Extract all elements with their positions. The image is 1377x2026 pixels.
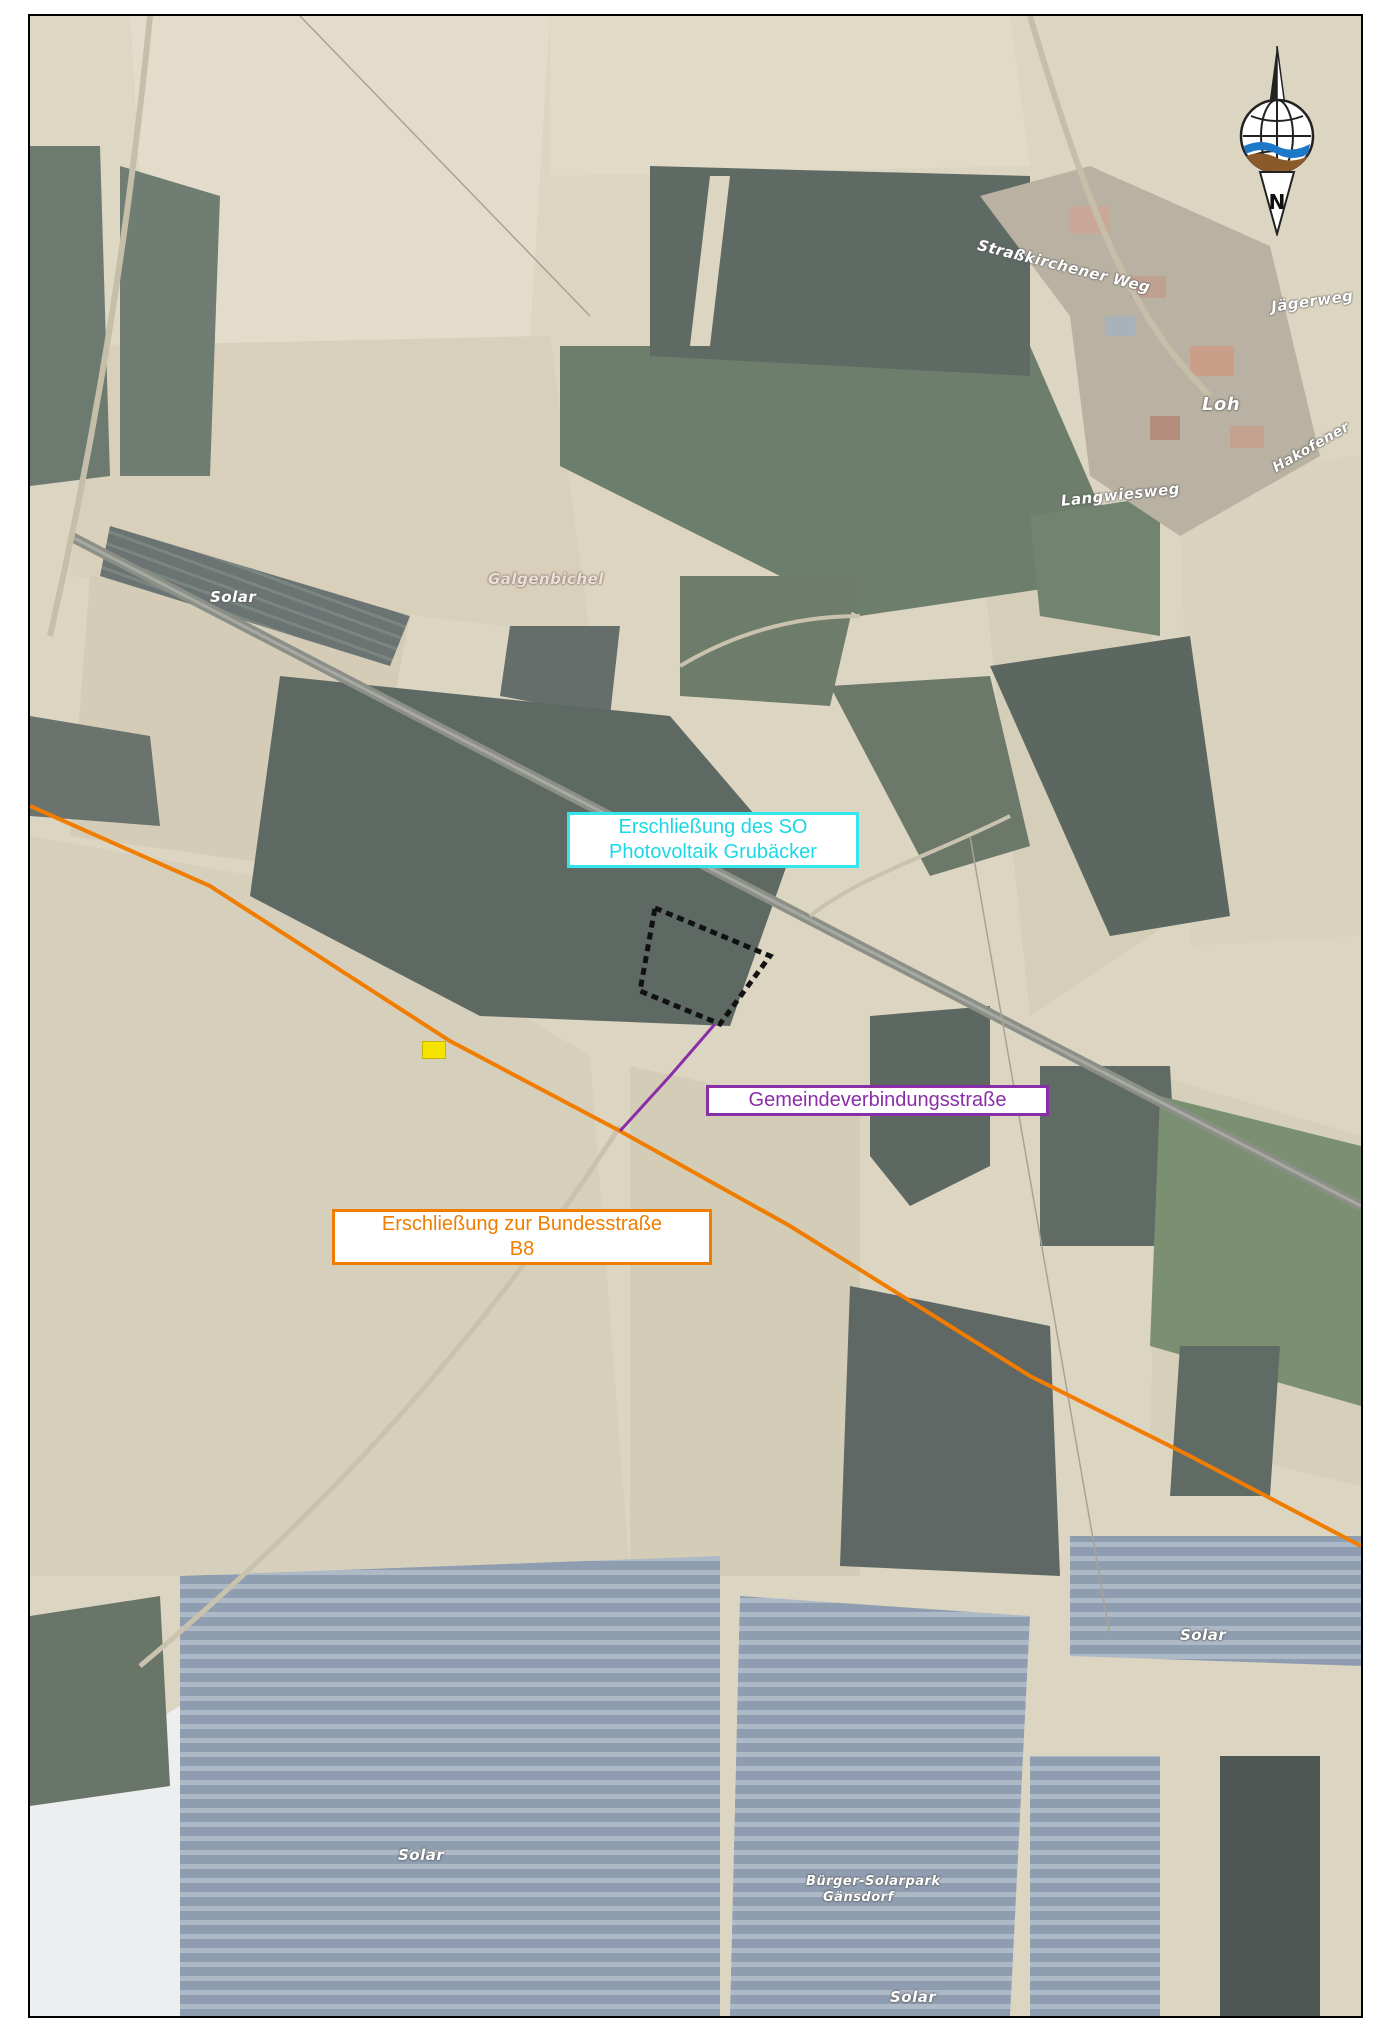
label-solar-east: Solar [1180, 1626, 1227, 1644]
solar-park-west [180, 1556, 720, 2016]
solar-park-northwest [100, 526, 410, 666]
map-frame[interactable]: Galgenbichel Solar Solar Solar Solar Bür… [28, 14, 1363, 2018]
field [130, 16, 550, 346]
callout-erschliessung-so[interactable]: Erschließung des SO Photovoltaik Grubäck… [567, 812, 859, 868]
label-galgenbichel: Galgenbichel [488, 570, 604, 588]
b8-access-marker[interactable] [422, 1041, 446, 1059]
callout-b8-line2: B8 [509, 1238, 535, 1260]
b8-road [30, 804, 1361, 1548]
callout-gemeindeverbindungsstrasse[interactable]: Gemeindeverbindungsstraße [706, 1085, 1049, 1116]
aerial-map [30, 16, 1361, 2016]
solar-park-buergersolarpark [730, 1596, 1030, 2016]
label-gaensdorf: Gänsdorf [823, 1890, 894, 1905]
gemeindeverbindungsstrasse-road [618, 1023, 717, 1133]
label-solar-southwest: Solar [398, 1846, 445, 1864]
callout-erschliessung-b8[interactable]: Erschließung zur Bundesstraße B8 [332, 1209, 712, 1265]
callout-so-line1: Erschließung des SO [618, 816, 808, 838]
project-site-outline [637, 904, 774, 1028]
label-buerger-solarpark: Bürger-Solarpark [806, 1874, 941, 1889]
callout-so-line2: Photovoltaik Grubäcker [609, 841, 817, 863]
callout-gv-text: Gemeindeverbindungsstraße [748, 1089, 1007, 1111]
north-arrow-icon: N [1232, 46, 1322, 236]
label-loh: Loh [1202, 394, 1241, 415]
compass-letter: N [1269, 190, 1286, 214]
label-solar-northwest: Solar [210, 588, 257, 606]
label-solar-south: Solar [890, 1988, 937, 2006]
callout-b8-line1: Erschließung zur Bundesstraße [381, 1213, 663, 1235]
